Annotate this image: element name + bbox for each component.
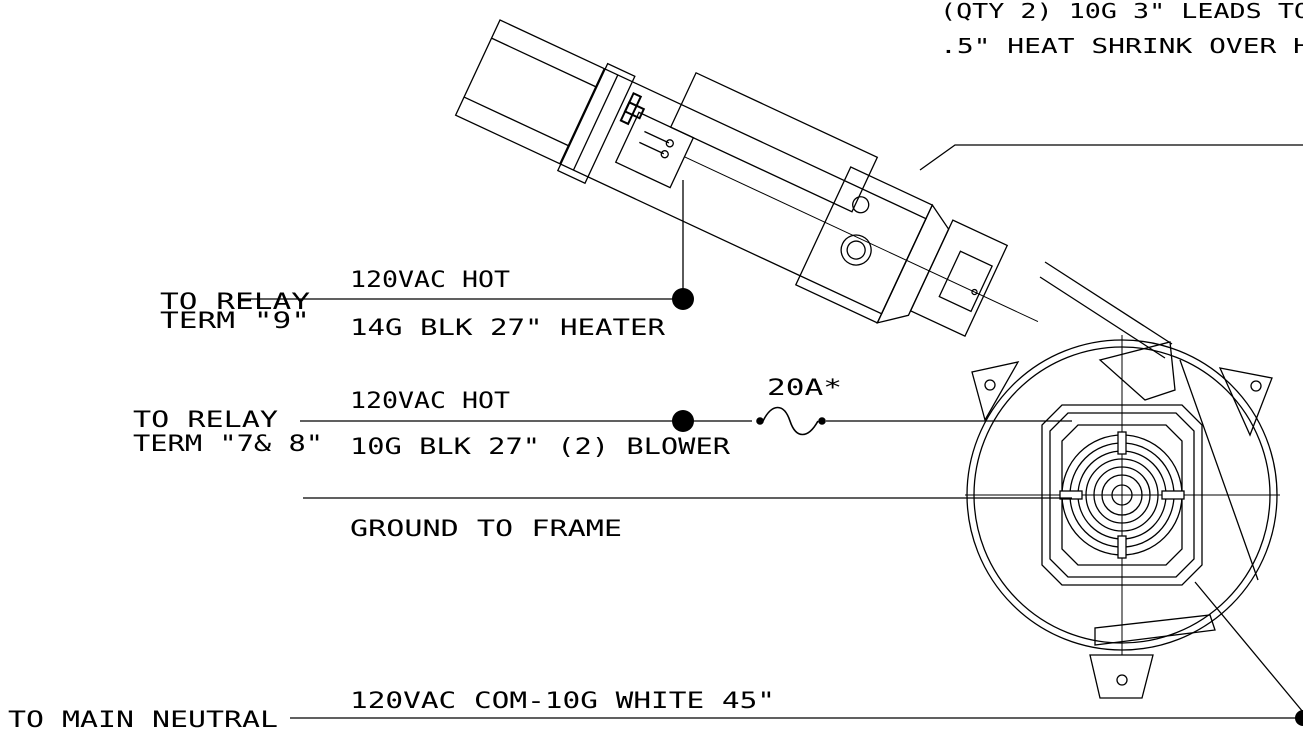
- blower-assembly: [965, 335, 1280, 699]
- heater-circuit-labels: TO RELAY TERM "9" 120VAC HOT 14G BLK 27"…: [160, 268, 666, 341]
- clamp-band: [556, 62, 636, 185]
- neutral-label: 120VAC COM-10G WHITE 45": [350, 689, 775, 714]
- blower-circuit-labels: TO RELAY TERM "7& 8" 120VAC HOT 10G BLK …: [133, 376, 842, 460]
- note-leader: [919, 144, 1303, 171]
- neutral-circuit-labels: TO MAIN NEUTRAL 120VAC COM-10G WHITE 45": [8, 689, 775, 733]
- mount-ear-left: [971, 361, 1020, 422]
- neutral-source: TO MAIN NEUTRAL: [8, 708, 278, 733]
- heater-source-line1: TO RELAY: [160, 290, 310, 315]
- heater-nozzle: [909, 219, 1009, 337]
- junction-neutral: [1295, 710, 1303, 726]
- blower-octagon: [1041, 404, 1203, 586]
- fuse-symbol: [756, 406, 826, 436]
- heater-bottom-label: 14G BLK 27" HEATER: [350, 316, 666, 341]
- ground-circuit-labels: GROUND TO FRAME: [350, 517, 622, 542]
- heater-source-line2: TERM "9": [160, 309, 310, 334]
- junction-blower: [672, 410, 694, 432]
- terminal-block: [614, 111, 695, 189]
- heater-top-label: 120VAC HOT: [350, 268, 510, 293]
- note-line-2: .5" HEAT SHRINK OVER H: [940, 34, 1303, 58]
- heater-body: [454, 19, 927, 315]
- note-line-1: (QTY 2) 10G 3" LEADS TO: [940, 0, 1303, 23]
- wires: [290, 144, 1303, 719]
- blower-source-line2: TERM "7& 8": [133, 432, 323, 457]
- heater-assembly: [454, 19, 1039, 337]
- blower-bottom-label: 10G BLK 27" (2) BLOWER: [350, 435, 731, 460]
- blower-source-line1: TO RELAY: [133, 408, 278, 433]
- ground-label: GROUND TO FRAME: [350, 517, 622, 542]
- fuse-rating-label: 20A*: [767, 376, 842, 401]
- junction-heater: [672, 288, 694, 310]
- mount-ear-bottom: [1089, 654, 1154, 699]
- notes: (QTY 2) 10G 3" LEADS TO .5" HEAT SHRINK …: [940, 0, 1303, 58]
- blower-top-label: 120VAC HOT: [350, 389, 510, 414]
- mount-ear-right: [1218, 367, 1273, 437]
